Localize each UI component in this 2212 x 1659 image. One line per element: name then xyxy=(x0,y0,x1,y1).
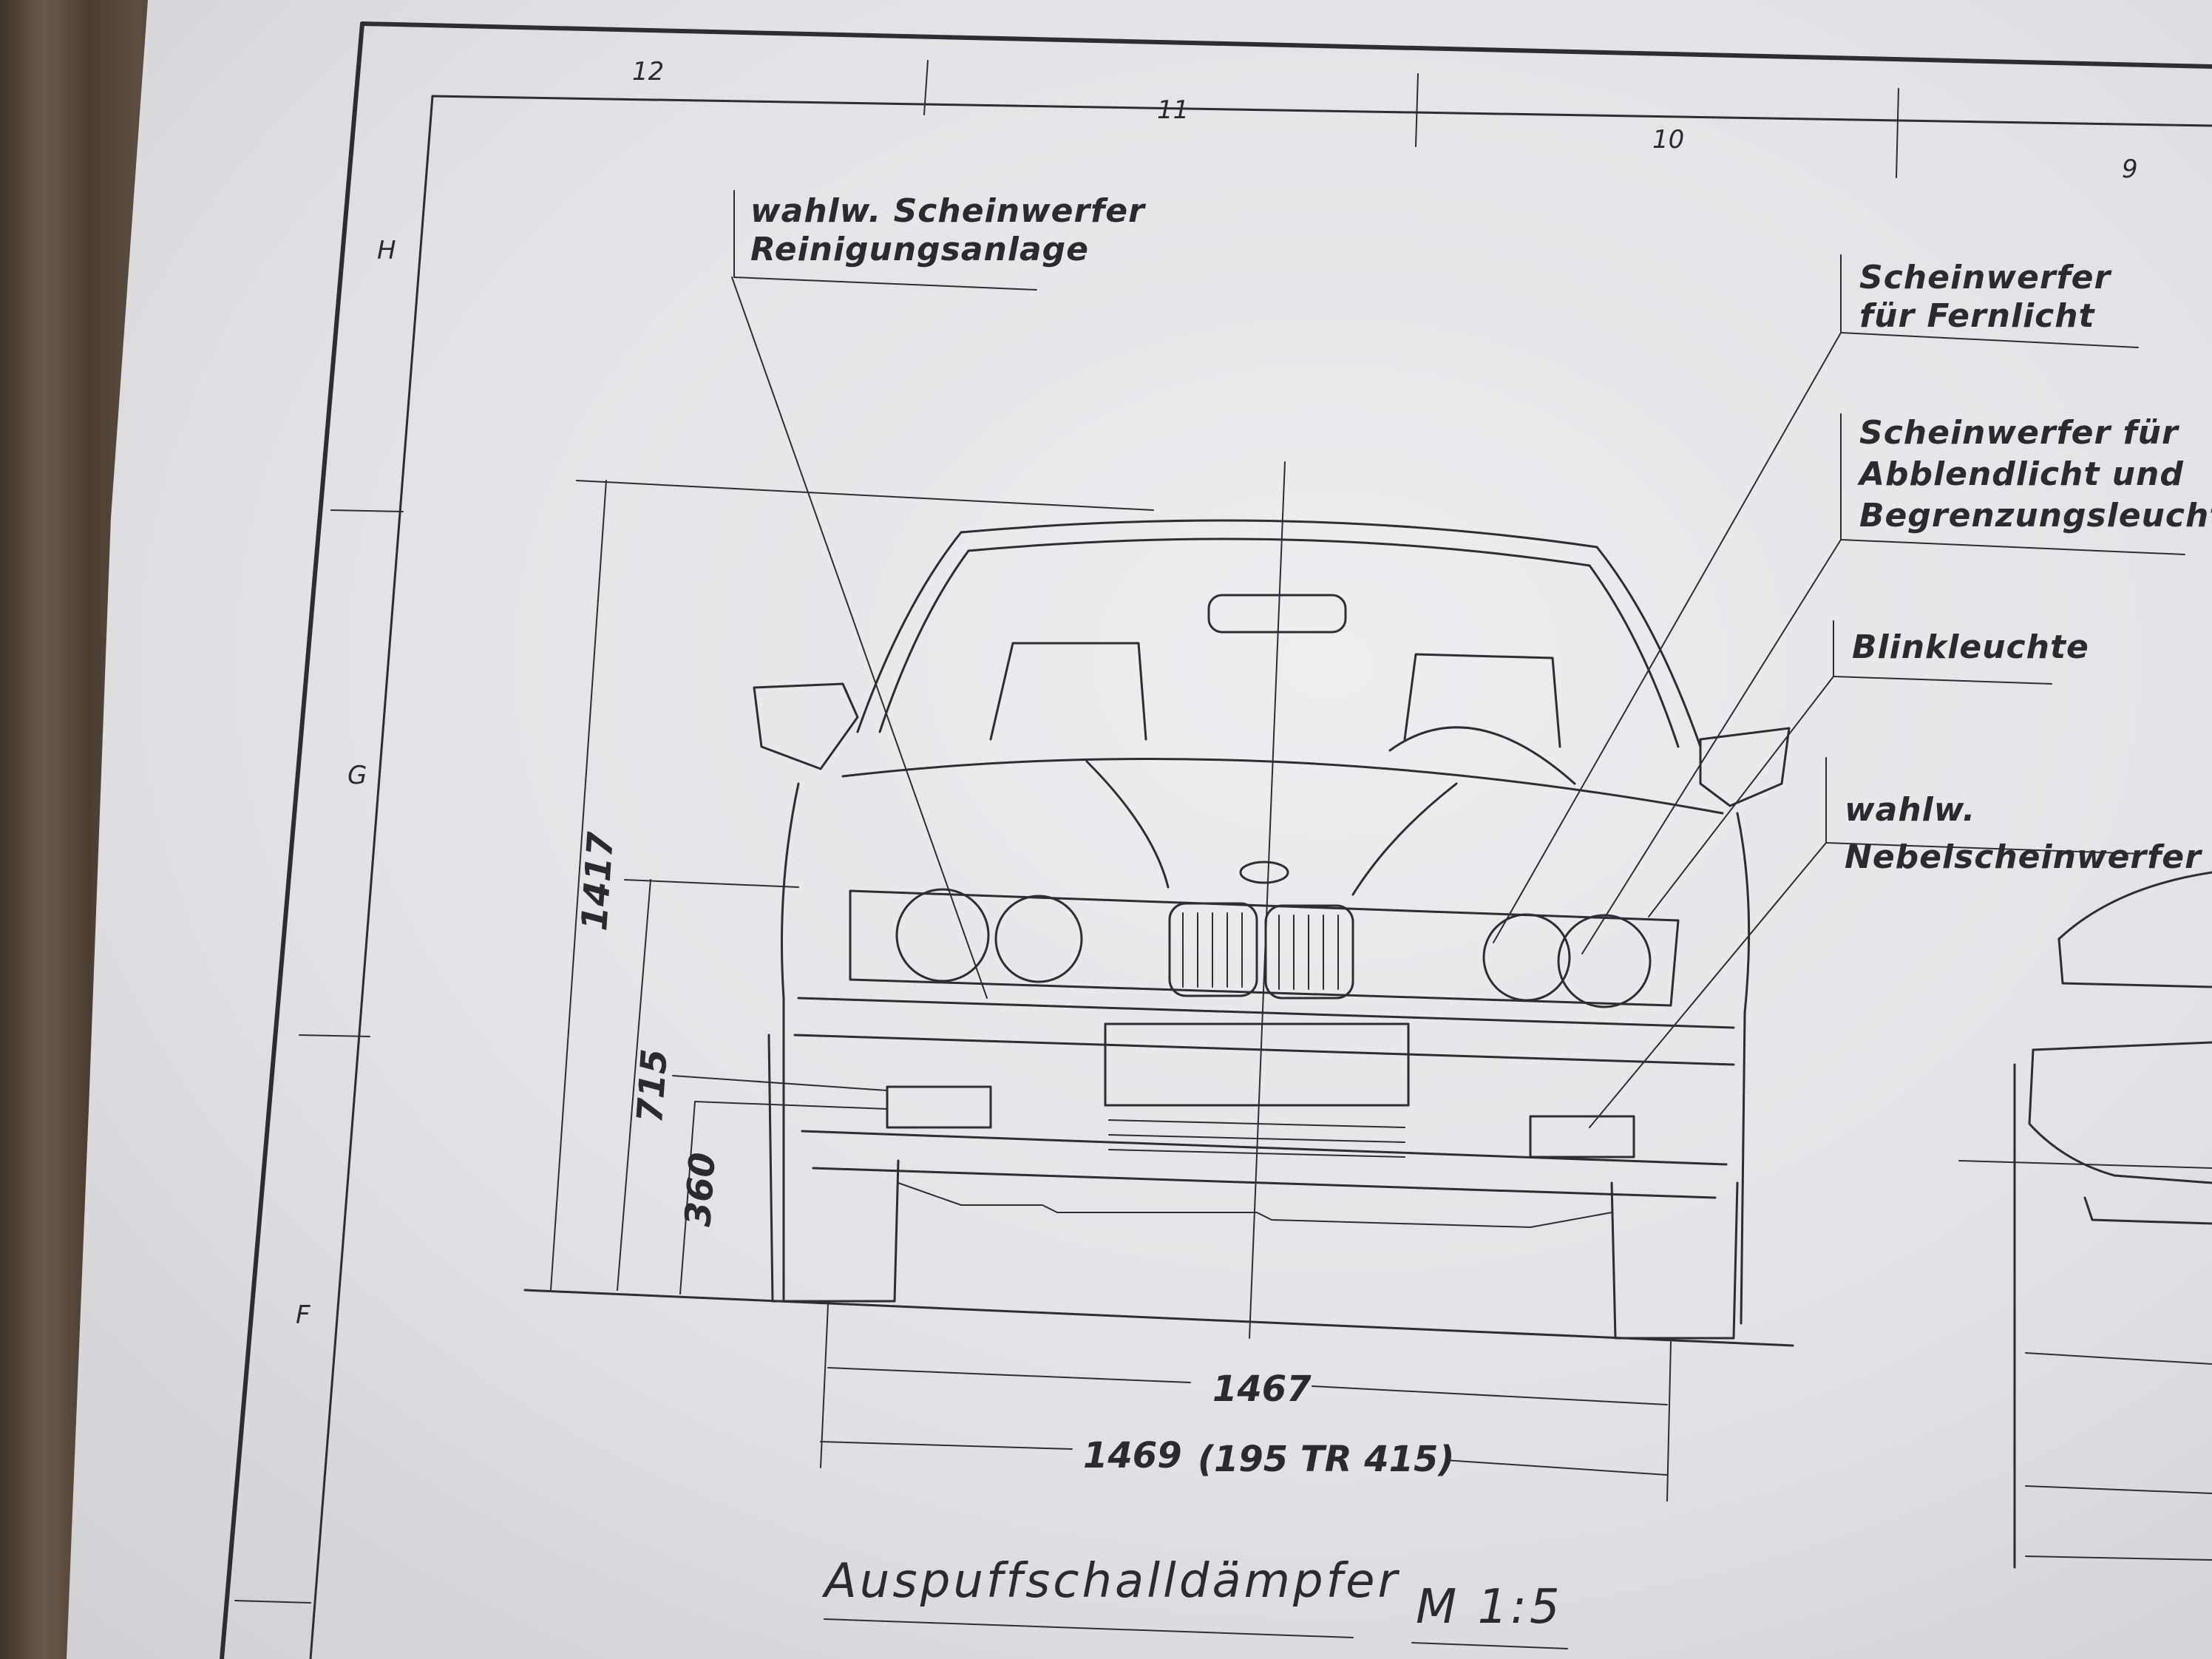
callout-low-beam-text-line-3: Begrenzungsleuchte xyxy=(1859,497,2212,535)
dim-height-lamp: 715 xyxy=(629,1048,676,1124)
leader-lines xyxy=(731,276,1842,1128)
callout-washer-line1-line-1: wahlw. Scheinwerfer xyxy=(750,192,1146,230)
zone-number-10: 10 xyxy=(1652,125,1684,155)
callout-high-beam-text-line-1: Scheinwerfer xyxy=(1859,259,2112,296)
callout-low-beam-text-line-2: Abblendlicht und xyxy=(1857,455,2184,493)
callout-indicator: Blinkleuchte xyxy=(1833,620,2089,685)
callout-low-beam-text-line-1: Scheinwerfer für xyxy=(1859,414,2179,452)
car-front-view xyxy=(523,461,1794,1347)
scale-text: M 1:5 xyxy=(1416,1580,1563,1635)
zone-number-11: 11 xyxy=(1157,95,1189,125)
horizontal-dimensions: 1467 1469 (195 TR 415) xyxy=(820,1304,1672,1502)
zone-letter-f: F xyxy=(296,1300,311,1330)
zone-letter-g: G xyxy=(347,761,367,790)
callout-high-beam-text-line-2: für Fernlicht xyxy=(1859,297,2096,335)
dim-tire-note: (195 TR 415) xyxy=(1198,1439,1454,1480)
side-detail-view xyxy=(1958,871,2212,1569)
zone-labels: 12 11 10 9 H G F xyxy=(296,57,2138,1330)
dim-track-front: 1467 xyxy=(1212,1368,1312,1410)
vertical-dimensions: 1417 715 360 xyxy=(550,480,1154,1295)
callout-indicator-text: Blinkleuchte xyxy=(1852,628,2089,666)
sheet-border xyxy=(220,21,2212,1659)
zone-number-12: 12 xyxy=(632,57,664,86)
dim-track-rear: 1469 xyxy=(1083,1435,1182,1476)
zone-letter-h: H xyxy=(377,236,396,265)
title-text: Auspuffschalldämpfer xyxy=(821,1554,1400,1609)
callout-washer-line1-line-2: Reinigungsanlage xyxy=(750,231,1089,268)
dim-height-total: 1417 xyxy=(574,830,622,932)
zone-number-9: 9 xyxy=(2122,155,2138,184)
callout-fog-text: wahlw. Nebelscheinwerfer xyxy=(1845,791,2202,876)
drawing-title: Auspuffschalldämpfer M 1:5 xyxy=(821,1554,1568,1649)
dim-height-low: 360 xyxy=(677,1151,724,1228)
callout-fog-text-line-1: wahlw. xyxy=(1845,791,1975,829)
callout-fog-text-line-2: Nebelscheinwerfer xyxy=(1845,838,2202,876)
callout-fog: wahlw. Nebelscheinwerfer xyxy=(1825,757,2202,876)
